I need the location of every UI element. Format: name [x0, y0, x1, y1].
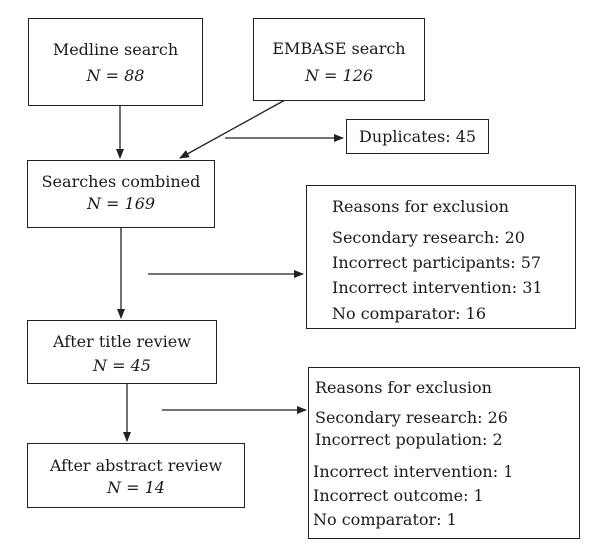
title-review-box: After title review N = 45 [27, 320, 217, 384]
embase-count: N = 126 [304, 66, 374, 85]
exclusion-box-1: Reasons for exclusion Secondary research… [306, 185, 576, 329]
title-review-title: After title review [53, 332, 191, 351]
medline-count: N = 88 [86, 66, 145, 85]
exclusion2-item: Secondary research: 26 [315, 408, 508, 427]
exclusion-box-2: Reasons for exclusion Secondary research… [308, 367, 580, 539]
embase-search-box: EMBASE search N = 126 [253, 18, 425, 101]
abstract-review-title: After abstract review [49, 456, 223, 475]
exclusion2-item: Incorrect population: 2 [315, 430, 503, 449]
exclusion2-item: Incorrect outcome: 1 [313, 486, 484, 505]
searches-combined-box: Searches combined N = 169 [27, 160, 215, 228]
exclusion1-item: Secondary research: 20 [332, 228, 525, 247]
embase-title: EMBASE search [272, 39, 406, 58]
exclusion2-item: Incorrect intervention: 1 [313, 462, 514, 481]
combined-title: Searches combined [41, 172, 201, 191]
exclusion1-item: No comparator: 16 [332, 304, 486, 323]
medline-title: Medline search [52, 40, 179, 59]
duplicates-box: Duplicates: 45 [346, 119, 489, 154]
exclusion1-item: Incorrect intervention: 31 [332, 278, 543, 297]
title-review-count: N = 45 [93, 356, 151, 375]
exclusion2-item: No comparator: 1 [313, 510, 457, 529]
exclusion1-heading: Reasons for exclusion [332, 197, 509, 216]
abstract-review-box: After abstract review N = 14 [27, 443, 245, 508]
medline-search-box: Medline search N = 88 [28, 18, 203, 106]
exclusion2-heading: Reasons for exclusion [315, 378, 492, 397]
abstract-review-count: N = 14 [107, 478, 165, 497]
arrow-embase-to-combined [179, 99, 286, 159]
exclusion1-item: Incorrect participants: 57 [332, 253, 542, 272]
combined-count: N = 169 [86, 194, 156, 213]
duplicates-label: Duplicates: 45 [359, 127, 477, 146]
